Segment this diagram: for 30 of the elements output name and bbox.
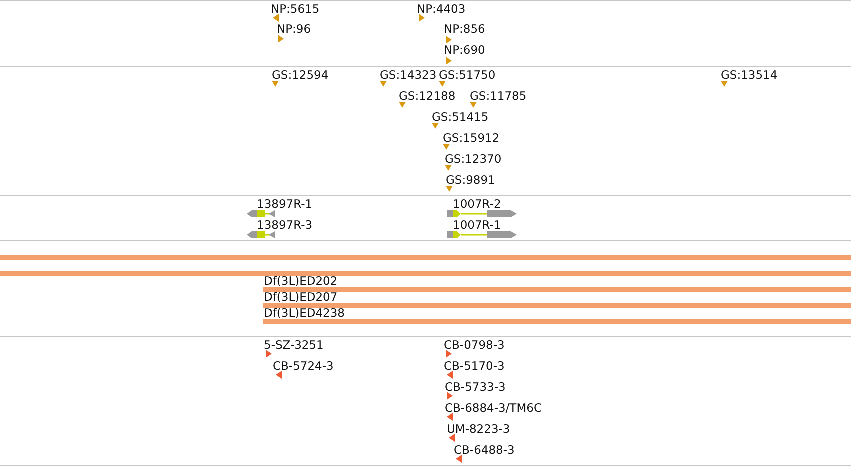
feature-label: NP:4403 bbox=[417, 2, 466, 16]
feature-label: GS:12188 bbox=[399, 89, 456, 103]
feature-label: GS:12594 bbox=[272, 68, 329, 82]
feature-label: UM-8223-3 bbox=[447, 422, 510, 436]
feature-label: CB-5733-3 bbox=[445, 380, 506, 394]
feature-label: CB-6884-3/TM6C bbox=[445, 401, 542, 415]
feature-label: GS:11785 bbox=[470, 89, 527, 103]
feature-label: 5-SZ-3251 bbox=[264, 338, 324, 352]
feature-label: NP:856 bbox=[444, 22, 486, 36]
feature-label: CB-0798-3 bbox=[444, 338, 505, 352]
feature-label: 13897R-1 bbox=[257, 197, 313, 211]
feature-label: Df(3L)ED207 bbox=[264, 290, 338, 304]
feature-label: Df(3L)ED202 bbox=[264, 274, 338, 288]
feature-label: GS:15912 bbox=[443, 131, 500, 145]
feature-label: NP:690 bbox=[444, 43, 486, 57]
feature-label: 1007R-1 bbox=[453, 218, 502, 232]
feature-label: CB-5170-3 bbox=[444, 359, 505, 373]
feature-label: Df(3L)ED4238 bbox=[264, 306, 345, 320]
feature-label: GS:14323 bbox=[380, 68, 437, 82]
feature-label: NP:96 bbox=[277, 22, 312, 36]
feature-label: GS:51750 bbox=[439, 68, 496, 82]
feature-label: CB-6488-3 bbox=[454, 443, 515, 457]
feature-label: GS:51415 bbox=[432, 110, 489, 124]
feature-label: 1007R-2 bbox=[453, 197, 502, 211]
feature-label: GS:13514 bbox=[721, 68, 778, 82]
feature-label: 13897R-3 bbox=[257, 218, 313, 232]
feature-label: GS:12370 bbox=[445, 152, 502, 166]
feature-label: NP:5615 bbox=[271, 2, 320, 16]
feature-label: GS:9891 bbox=[446, 173, 496, 187]
feature-label: CB-5724-3 bbox=[273, 359, 334, 373]
